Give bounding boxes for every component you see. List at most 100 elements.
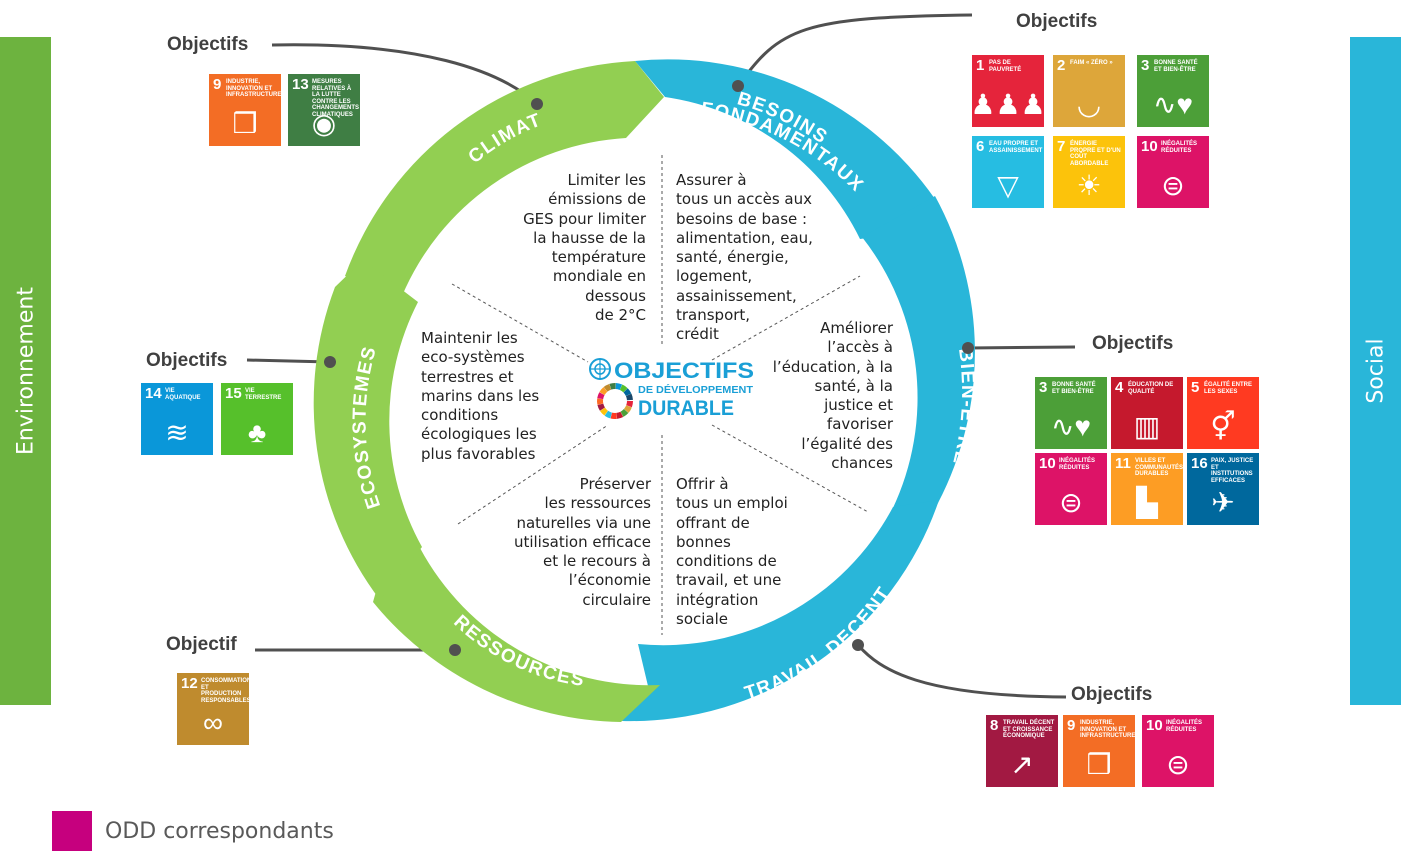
sdg-4-tile: 4 Éducation de qualité ▥ xyxy=(1111,377,1183,449)
sdg-title: Vie aquatique xyxy=(165,388,201,401)
gender-icon: ⚥ xyxy=(1210,411,1236,442)
sdg-number: 1 xyxy=(976,57,985,74)
cubes-icon: ❒ xyxy=(232,108,258,139)
connector-bien-etre xyxy=(967,345,1076,350)
objectifs-label-bien-etre: Objectifs xyxy=(1092,333,1174,354)
sdg-number: 14 xyxy=(145,385,162,402)
sdg-title: Inégalités réduites xyxy=(1166,720,1203,733)
sdg-number: 3 xyxy=(1039,379,1048,396)
sdg-title: Paix, justice et institutions efficaces xyxy=(1211,458,1254,484)
climat-arrow xyxy=(345,61,664,296)
connector-ecosystemes xyxy=(246,358,331,364)
sdg-title: Bonne santé et bien-être xyxy=(1052,382,1096,395)
family-icon: ♟♟♟ xyxy=(972,89,1044,120)
sdg-title: Eau propre et assainissement xyxy=(989,141,1043,154)
sdg-10-tile: 10Inégalités réduites⊜ xyxy=(1035,453,1107,525)
sdg-title: Industrie, innovation et infrastructure xyxy=(226,79,281,99)
social-sidebar: Social xyxy=(1350,37,1401,705)
book-icon: ▥ xyxy=(1133,411,1161,442)
sdg-3-tile: 3 Bonne santé et bien-être ∿♥ xyxy=(1035,377,1107,449)
sdg-6-tile: 6Eau propre et assainissement▽ xyxy=(972,136,1044,208)
sdg-13-tile: 13Mesures relatives à la lutte contre le… xyxy=(288,74,360,146)
connector-travail xyxy=(856,644,1067,699)
sdg-title: Inégalités réduites xyxy=(1059,458,1096,471)
eye-globe-icon: ◉ xyxy=(311,108,337,139)
connector-dots xyxy=(324,80,974,656)
sdg-3-tile: 3Bonne santé et bien-être∿♥ xyxy=(1137,55,1209,127)
sdg-14-tile: 14Vie aquatique ≋ xyxy=(141,383,213,455)
sdg-number: 7 xyxy=(1057,138,1066,155)
objectifs-label-climat: Objectifs xyxy=(167,34,249,55)
sdg-color-wheel-icon xyxy=(597,383,633,419)
sdg-number: 6 xyxy=(976,138,985,155)
sdg-number: 9 xyxy=(213,76,222,93)
growth-icon: ↗ xyxy=(1010,749,1034,780)
sdg-16-tile: 16Paix, justice et institutions efficace… xyxy=(1187,453,1259,525)
dove-icon: ✈ xyxy=(1211,487,1235,518)
besoins-fondamentaux-arrow xyxy=(635,59,935,240)
equal-icon: ⊜ xyxy=(1059,487,1083,518)
sdg-title: Éducation de qualité xyxy=(1128,382,1174,395)
sdg-15-tile: 15Vie terrestre ♣ xyxy=(221,383,293,455)
sdg-9-tile: 9Industrie, innovation et infrastructure… xyxy=(1063,715,1135,787)
sun-icon: ☀ xyxy=(1076,170,1102,201)
sdg-number: 10 xyxy=(1141,138,1158,155)
sdg-number: 13 xyxy=(292,76,309,93)
cubes-icon: ❒ xyxy=(1086,749,1112,780)
sdg-number: 8 xyxy=(990,717,999,734)
separator-lines xyxy=(451,155,869,635)
sdg-number: 9 xyxy=(1067,717,1076,734)
sdg-title: Industrie, innovation et infrastructure xyxy=(1080,720,1135,740)
sdg-title: Bonne santé et bien-être xyxy=(1154,60,1198,73)
logo-line-2: DE DÉVELOPPEMENT xyxy=(638,383,753,396)
sdg-2-tile: 2 Faim « zéro » ◡ xyxy=(1053,55,1125,127)
odd-legend-swatch xyxy=(52,811,92,851)
sdg-1-tile: 1Pas de pauvreté♟♟♟ xyxy=(972,55,1044,127)
sdg-10-tile: 10Inégalités réduites⊜ xyxy=(1137,136,1209,208)
sdg-number: 16 xyxy=(1191,455,1208,472)
sdg-number: 12 xyxy=(181,675,198,692)
sdg-logo: OBJECTIFS DE DÉVELOPPEMENT DURABLE xyxy=(588,356,756,420)
sdg-title: Vie terrestre xyxy=(245,388,282,401)
fish-icon: ≋ xyxy=(165,417,189,448)
sdg-title: Villes et communautés durables xyxy=(1135,458,1183,478)
sdg-10-tile: 10Inégalités réduites ⊜ xyxy=(1142,715,1214,787)
sdg-number: 2 xyxy=(1057,57,1066,74)
sdg-title: Mesures relatives à la lutte contre les … xyxy=(312,79,360,118)
ressources-arrow xyxy=(373,548,660,722)
sdg-title: Faim « zéro » xyxy=(1070,60,1113,66)
tree-icon: ♣ xyxy=(247,417,267,448)
equal-icon: ⊜ xyxy=(1161,170,1185,201)
sdg-number: 4 xyxy=(1115,379,1124,396)
un-emblem-icon xyxy=(589,358,611,380)
sdg-number: 15 xyxy=(225,385,242,402)
equal-icon: ⊜ xyxy=(1166,749,1190,780)
sdg-12-tile: 12Consommation et production responsable… xyxy=(177,673,249,745)
sdg-7-tile: 7Énergie propre et d'un coût abordable ☀ xyxy=(1053,136,1125,208)
odd-legend: ODD correspondants xyxy=(52,811,334,851)
sdg-number: 11 xyxy=(1115,455,1131,472)
bowl-icon: ◡ xyxy=(1076,89,1102,120)
travail-decent-arrow xyxy=(622,500,939,722)
city-icon: ▙ xyxy=(1136,487,1158,518)
heartbeat-icon: ∿♥ xyxy=(1152,89,1194,120)
sdg-title: Travail décent et croissance économique xyxy=(1003,720,1055,740)
objectifs-label-besoins: Objectifs xyxy=(1016,11,1098,32)
bien-etre-arrow xyxy=(862,196,975,545)
environment-sidebar: Environnement xyxy=(0,37,51,705)
sdg-number: 10 xyxy=(1146,717,1163,734)
sdg-title: Énergie propre et d'un coût abordable xyxy=(1070,141,1121,167)
heartbeat-icon: ∿♥ xyxy=(1050,411,1092,442)
connector-besoins xyxy=(736,13,973,87)
logo-line-1: OBJECTIFS xyxy=(614,358,754,383)
objectifs-label-ecosystemes: Objectifs xyxy=(146,350,228,371)
sdg-title: Consommation et production responsables xyxy=(201,678,249,704)
ecosystemes-arrow xyxy=(313,260,422,600)
sdg-number: 5 xyxy=(1191,379,1200,396)
